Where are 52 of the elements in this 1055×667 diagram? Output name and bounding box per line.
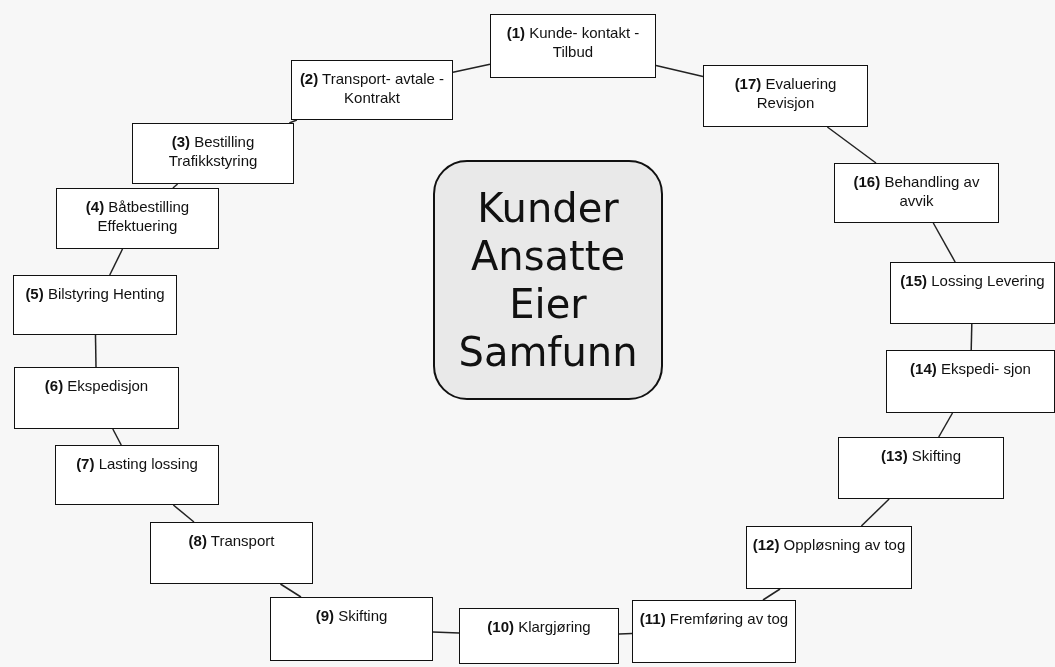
step-box (150, 522, 313, 584)
step-label: (12) Oppløsning av tog (752, 535, 906, 554)
step-label: (15) Lossing Levering (900, 271, 1045, 290)
center-label: Kunder Ansatte Eier Samfunn (457, 184, 639, 376)
step-box (291, 60, 453, 120)
step-label: (13) Skifting (880, 446, 961, 465)
step-label: (9) Skifting (315, 606, 388, 625)
step-box (13, 275, 177, 335)
center-box (433, 160, 663, 400)
step-label: (4) Båtbestilling Effektuering (84, 197, 191, 235)
step-label: (2) Transport- avtale - Kontrakt (298, 69, 446, 107)
step-box (703, 65, 868, 127)
step-box (890, 262, 1055, 324)
step-box (886, 350, 1055, 413)
connector-line (432, 631, 460, 634)
step-box (14, 367, 179, 429)
connector-line (288, 119, 298, 124)
connector-line (932, 222, 956, 263)
step-label: (8) Transport (188, 531, 275, 550)
step-label: (16) Behandling av avvik (852, 172, 981, 210)
connector-line (452, 63, 491, 73)
connector-line (860, 498, 890, 527)
step-label: (17) Evaluering Revisjon (733, 74, 838, 112)
step-label: (6) Ekspedisjon (44, 376, 149, 395)
step-label: (3) Bestilling Trafikkstyring (167, 132, 259, 170)
step-label: (7) Lasting lossing (76, 454, 198, 473)
connector-line (279, 583, 302, 598)
connector-line (112, 428, 122, 446)
step-box (270, 597, 433, 661)
step-box (55, 445, 219, 505)
connector-line (762, 588, 781, 601)
step-box (56, 188, 219, 249)
step-label: (11) Fremføring av tog (639, 609, 789, 628)
step-label: (14) Ekspedi- sjon (910, 359, 1031, 378)
step-box (459, 608, 619, 664)
connector-line (938, 412, 954, 438)
connector-line (655, 64, 704, 78)
connector-line (109, 248, 124, 276)
step-box (838, 437, 1004, 499)
step-box (132, 123, 294, 184)
connector-line (826, 126, 877, 164)
step-box (746, 526, 912, 589)
step-box (834, 163, 999, 223)
step-label: (10) Klargjøring (487, 617, 591, 636)
step-box (490, 14, 656, 78)
connector-line (618, 632, 633, 635)
step-box (632, 600, 796, 663)
connector-line (94, 334, 97, 368)
connector-line (970, 323, 973, 351)
step-label: (1) Kunde- kontakt - Tilbud (505, 23, 641, 61)
connector-line (172, 504, 195, 523)
step-label: (5) Bilstyring Henting (25, 284, 165, 303)
